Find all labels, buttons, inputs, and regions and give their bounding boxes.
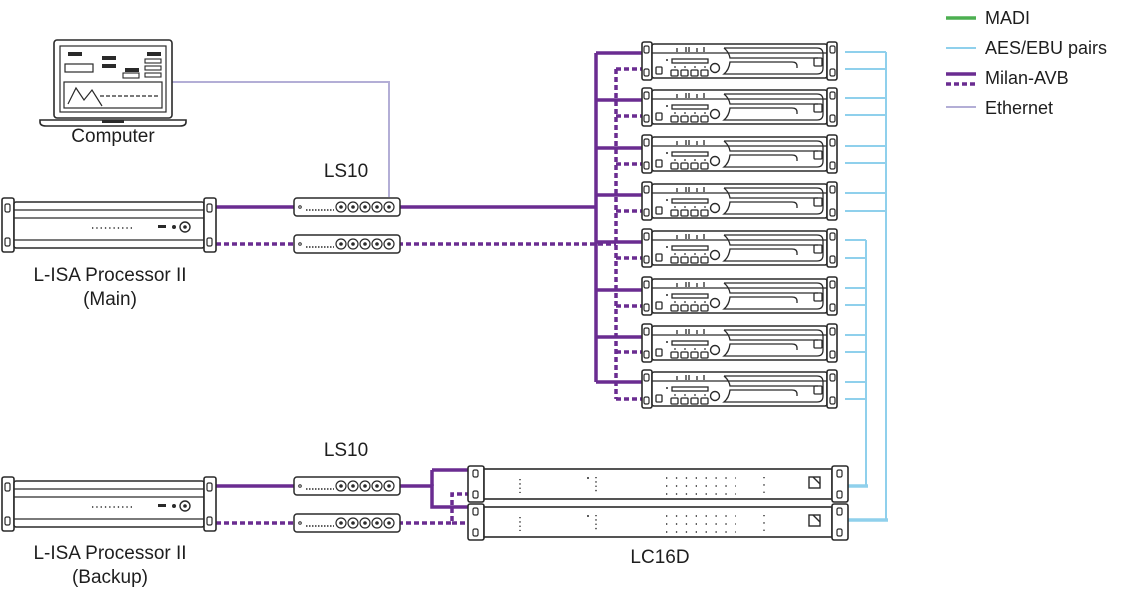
legend-label: MADI bbox=[985, 8, 1030, 28]
legend-label: Ethernet bbox=[985, 98, 1054, 118]
processor-main-label-line2: (Main) bbox=[83, 289, 137, 310]
processor-main-label-line1: L-ISA Processor II bbox=[33, 265, 187, 286]
ls10-switch-backup-primary bbox=[293, 476, 401, 496]
ls10-switch-main-primary bbox=[293, 197, 401, 217]
ls10-switch-backup-secondary bbox=[293, 513, 401, 533]
lc16d-unit bbox=[467, 503, 849, 541]
legend-item-madi: MADI bbox=[945, 6, 1125, 30]
amplifier bbox=[641, 276, 838, 316]
processor-backup-label-line2: (Backup) bbox=[71, 567, 149, 588]
cables bbox=[172, 51, 888, 525]
computer-label: Computer bbox=[71, 126, 155, 147]
amplifier bbox=[641, 228, 838, 268]
legend-item-aes-ebu: AES/EBU pairs bbox=[945, 36, 1125, 60]
lc16d-unit bbox=[467, 465, 849, 503]
milan-avb-secondary-cables bbox=[216, 67, 642, 525]
legend-swatches bbox=[946, 16, 976, 108]
amplifier bbox=[641, 181, 838, 221]
legend-item-ethernet: Ethernet bbox=[945, 96, 1125, 120]
legend: MADI AES/EBU pairs Milan-AVB Ethernet bbox=[945, 6, 1125, 120]
ls10-top-label: LS10 bbox=[323, 161, 369, 182]
ls10-bottom-label: LS10 bbox=[323, 440, 369, 461]
aes-ebu-cables bbox=[845, 51, 888, 522]
ls10-switch-main-secondary bbox=[293, 234, 401, 254]
ethernet-cable bbox=[172, 81, 390, 197]
processor-backup-label-line1: L-ISA Processor II bbox=[33, 543, 187, 564]
amplifier bbox=[641, 87, 838, 127]
legend-item-milan-avb: Milan-AVB bbox=[945, 66, 1125, 90]
lisa-processor-main bbox=[1, 197, 217, 253]
lisa-processor-backup bbox=[1, 476, 217, 532]
amplifier bbox=[641, 369, 838, 409]
amplifier bbox=[641, 323, 838, 363]
computer-icon bbox=[39, 39, 187, 127]
legend-label: Milan-AVB bbox=[985, 68, 1069, 88]
amplifier bbox=[641, 134, 838, 174]
amplifier bbox=[641, 41, 838, 81]
legend-label: AES/EBU pairs bbox=[985, 38, 1108, 58]
milan-avb-primary-cables bbox=[216, 51, 642, 509]
lc16d-label: LC16D bbox=[630, 547, 690, 568]
